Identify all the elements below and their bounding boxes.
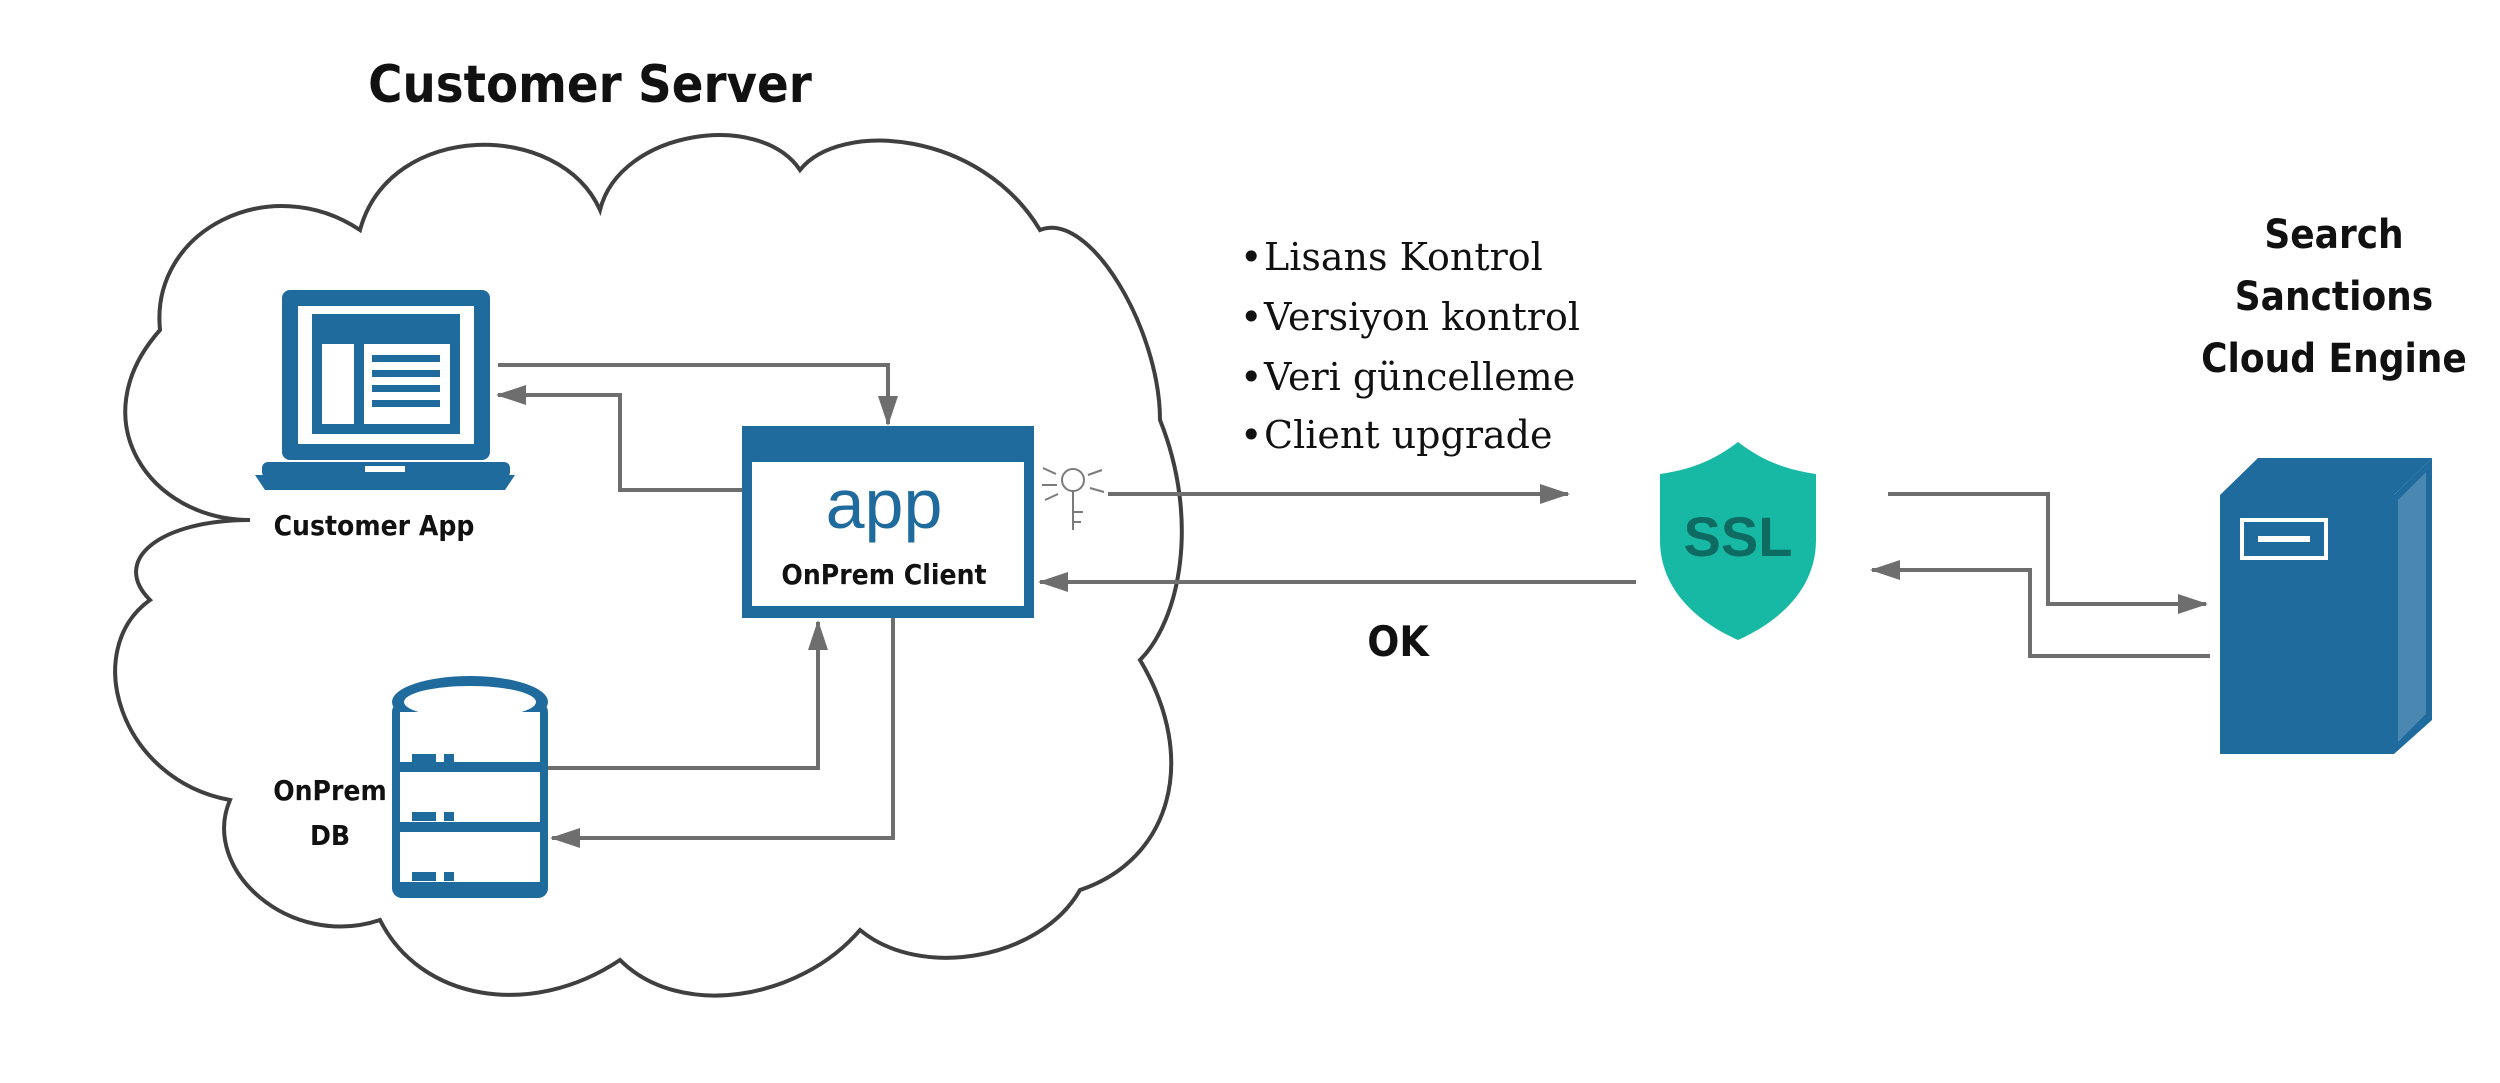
checks-item-3: Veri güncelleme (1263, 355, 1575, 399)
checks-item-4: Client upgrade (1264, 413, 1552, 457)
checks-item-1: Lisans Kontrol (1264, 235, 1543, 279)
onprem-db-label-line1: OnPrem (273, 774, 387, 807)
checks-bullet: • (1240, 355, 1262, 399)
onprem-client-label: OnPrem Client (781, 558, 986, 591)
app-to-client-arrow (498, 363, 898, 426)
shield-icon (1660, 442, 1816, 640)
client-to-db-arrow (550, 618, 895, 848)
laptop-icon (255, 290, 515, 490)
onprem-client-window (742, 426, 1034, 618)
checks-list: • Lisans Kontrol • Versiyon kontrol • Ve… (1240, 235, 1580, 457)
checks-item-2: Versiyon kontrol (1263, 295, 1580, 339)
checks-bullet: • (1240, 235, 1262, 279)
engine-label-line3: Cloud Engine (2201, 336, 2467, 382)
onprem-client-app-text: app (826, 465, 943, 543)
engine-to-ssl-arrow (1870, 560, 2210, 658)
customer-app-label: Customer App (274, 509, 475, 542)
database-icon (392, 676, 548, 898)
server-icon (2220, 458, 2432, 754)
ssl-to-engine-arrow (1888, 492, 2208, 614)
customer-server-cloud (113, 133, 1184, 998)
key-icon (1042, 467, 1105, 530)
response-label: OK (1367, 617, 1430, 666)
checks-bullet: • (1240, 413, 1262, 457)
checks-bullet: • (1240, 295, 1262, 339)
ssl-label: SSL (1684, 505, 1793, 568)
engine-label-line2: Sanctions (2235, 274, 2433, 320)
db-to-client-arrow (548, 620, 828, 770)
engine-label-line1: Search (2264, 212, 2403, 258)
client-to-app-arrow (496, 385, 742, 492)
onprem-db-label-line2: DB (310, 819, 350, 852)
cloud-title: Customer Server (368, 55, 812, 115)
